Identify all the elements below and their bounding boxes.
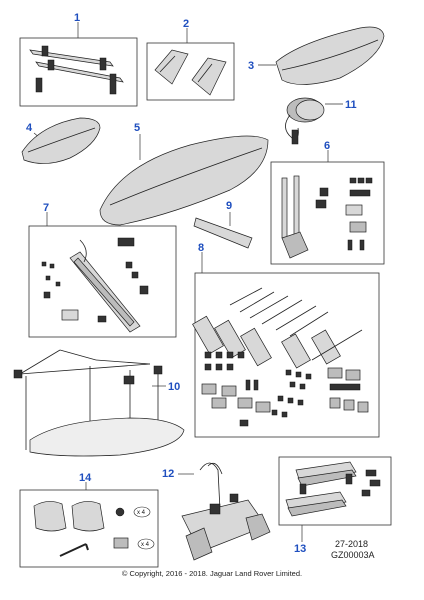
callout-8: 8: [198, 242, 204, 254]
callout-14: 14: [79, 472, 92, 484]
callout-4: 4: [26, 122, 33, 134]
part-7-cycle-holder: 7: [28, 202, 177, 338]
part-6-box: [270, 161, 385, 265]
part-3-roof-box: 3: [248, 26, 385, 85]
part-5-roof-box-large: 5: [99, 122, 269, 226]
part-10-hoist: 10: [13, 349, 185, 457]
part-13-ski-carrier: 13: [278, 456, 392, 555]
part-2-box: [146, 42, 235, 101]
callout-2: 2: [183, 18, 189, 30]
reference-code: 27-2018: [335, 539, 368, 549]
part-9-strip: 9: [193, 200, 253, 249]
callout-1: 1: [74, 12, 80, 24]
copyright-notice: © Copyright, 2016 - 2018. Jaguar Land Ro…: [122, 569, 302, 578]
part-1-box: [19, 37, 138, 107]
part-8-box: [194, 272, 380, 438]
callout-10: 10: [168, 381, 180, 393]
part-11-strap: 11: [285, 97, 357, 145]
part-13-box: [278, 456, 392, 526]
callout-6: 6: [324, 140, 330, 152]
part-8-accessory-kit: 8: [192, 242, 380, 438]
badge-x4-clip: x 4: [141, 542, 150, 548]
callout-7: 7: [43, 202, 49, 214]
callout-13: 13: [294, 543, 306, 555]
callout-5: 5: [134, 122, 140, 134]
callout-12: 12: [162, 468, 174, 480]
part-2-fairings: 2: [146, 18, 235, 101]
part-12-towbar-carrier: 12: [162, 462, 271, 561]
callout-11: 11: [345, 99, 357, 111]
callout-9: 9: [226, 200, 232, 212]
part-14-box: [19, 489, 159, 568]
reference-id: GZ00003A: [331, 550, 375, 560]
part-6-cycle-carrier: 6: [270, 140, 385, 265]
badge-x4-screw: x 4: [137, 510, 146, 516]
part-14-ski-kit: 14 x 4 x 4: [19, 472, 159, 568]
part-4-roof-box-small: 4: [21, 117, 101, 164]
part-1-roof-bars: 1: [19, 12, 138, 107]
callout-3: 3: [248, 60, 254, 72]
part-7-box: [28, 225, 177, 338]
